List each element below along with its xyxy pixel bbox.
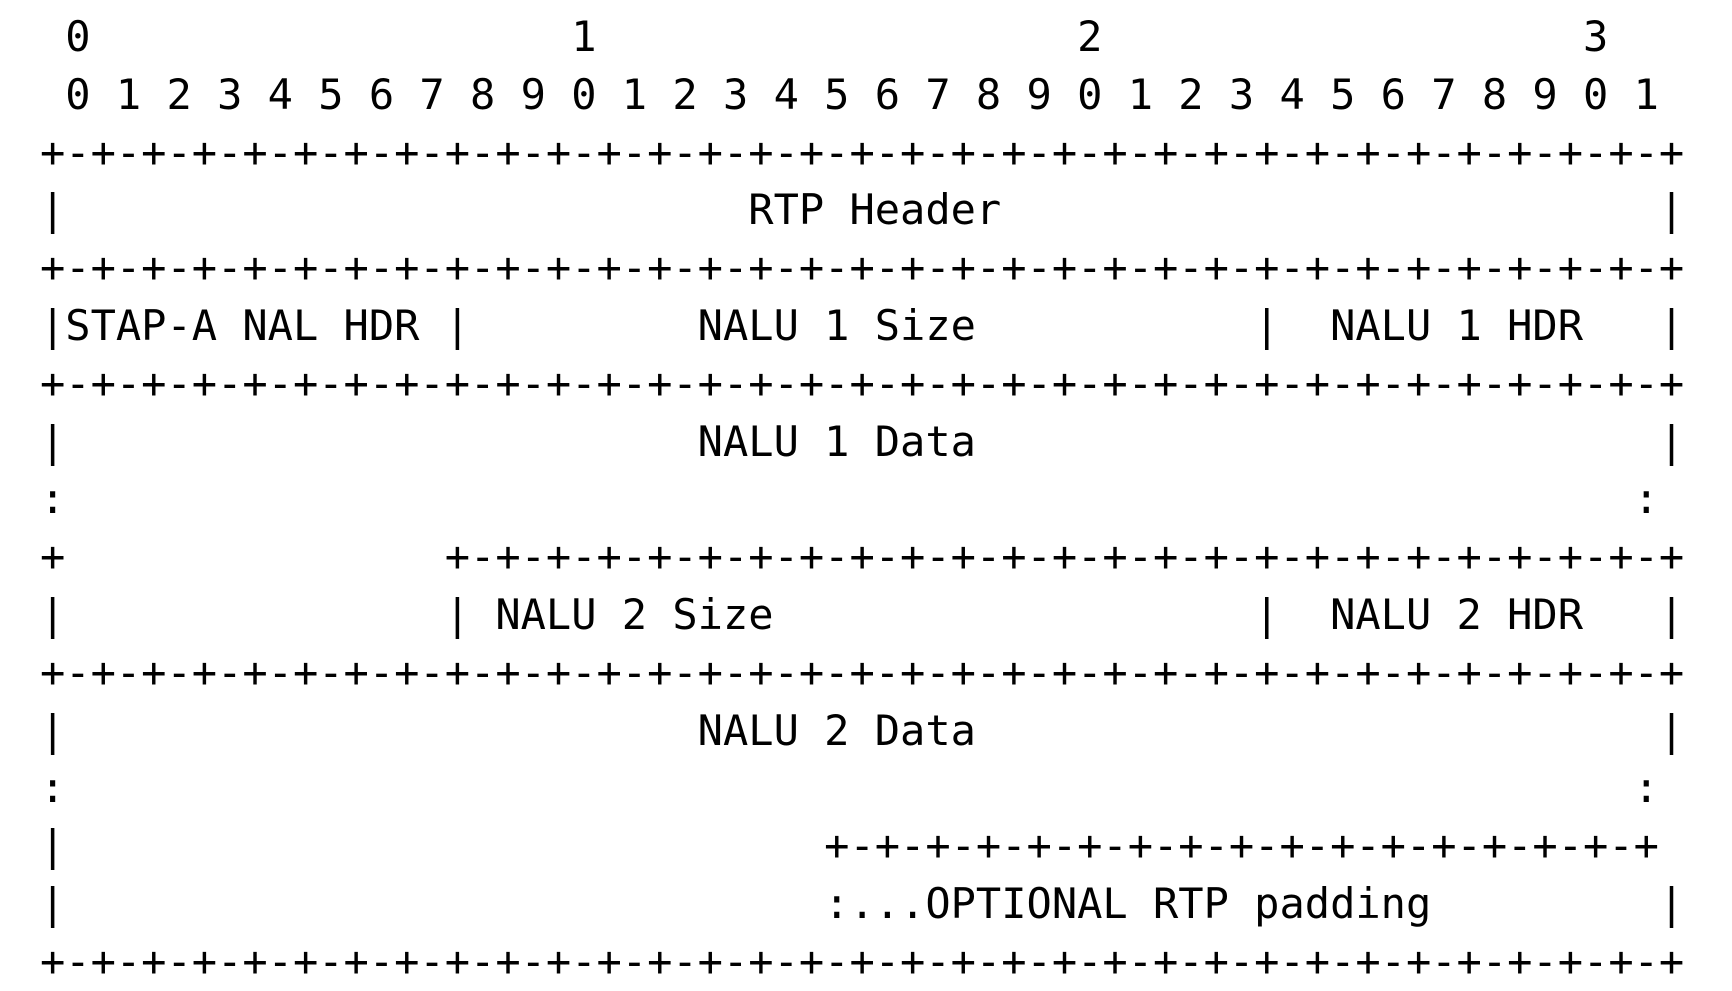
field-stap-a-row: |STAP-A NAL HDR | NALU 1 Size | NALU 1 H… bbox=[40, 300, 1685, 350]
bit-number-row: 0 1 2 3 4 5 6 7 8 9 0 1 2 3 4 5 6 7 8 9 … bbox=[40, 69, 1659, 119]
rule-split-padding: | +-+-+-+-+-+-+-+-+-+-+-+-+-+-+-+-+ bbox=[40, 821, 1659, 871]
continuation-nalu-1: : : bbox=[40, 474, 1659, 524]
continuation-nalu-2: : : bbox=[40, 763, 1659, 813]
field-nalu-2-data: | NALU 2 Data | bbox=[40, 705, 1685, 755]
rule-after-rtp-header: +-+-+-+-+-+-+-+-+-+-+-+-+-+-+-+-+-+-+-+-… bbox=[40, 243, 1685, 293]
rule-after-nalu-2: +-+-+-+-+-+-+-+-+-+-+-+-+-+-+-+-+-+-+-+-… bbox=[40, 647, 1685, 697]
rule-split-nalu-2: + +-+-+-+-+-+-+-+-+-+-+-+-+-+-+-+-+-+-+-… bbox=[40, 532, 1685, 582]
word-marker-row: 0 1 2 3 bbox=[40, 12, 1609, 61]
rule-after-stap-a: +-+-+-+-+-+-+-+-+-+-+-+-+-+-+-+-+-+-+-+-… bbox=[40, 358, 1685, 408]
packet-diagram-root: 0 1 2 3 0 1 2 3 4 5 6 7 8 9 0 1 2 3 4 5 … bbox=[40, 12, 1685, 986]
field-nalu-2-row: | | NALU 2 Size | NALU 2 HDR | bbox=[40, 589, 1685, 639]
ascii-packet-diagram: 0 1 2 3 0 1 2 3 4 5 6 7 8 9 0 1 2 3 4 5 … bbox=[40, 8, 1684, 991]
rule-top: +-+-+-+-+-+-+-+-+-+-+-+-+-+-+-+-+-+-+-+-… bbox=[40, 127, 1685, 177]
field-optional-padding: | :...OPTIONAL RTP padding | bbox=[40, 878, 1685, 928]
field-nalu-1-data: | NALU 1 Data | bbox=[40, 416, 1685, 466]
rule-bottom: +-+-+-+-+-+-+-+-+-+-+-+-+-+-+-+-+-+-+-+-… bbox=[40, 936, 1685, 986]
field-rtp-header: | RTP Header | bbox=[40, 185, 1685, 235]
